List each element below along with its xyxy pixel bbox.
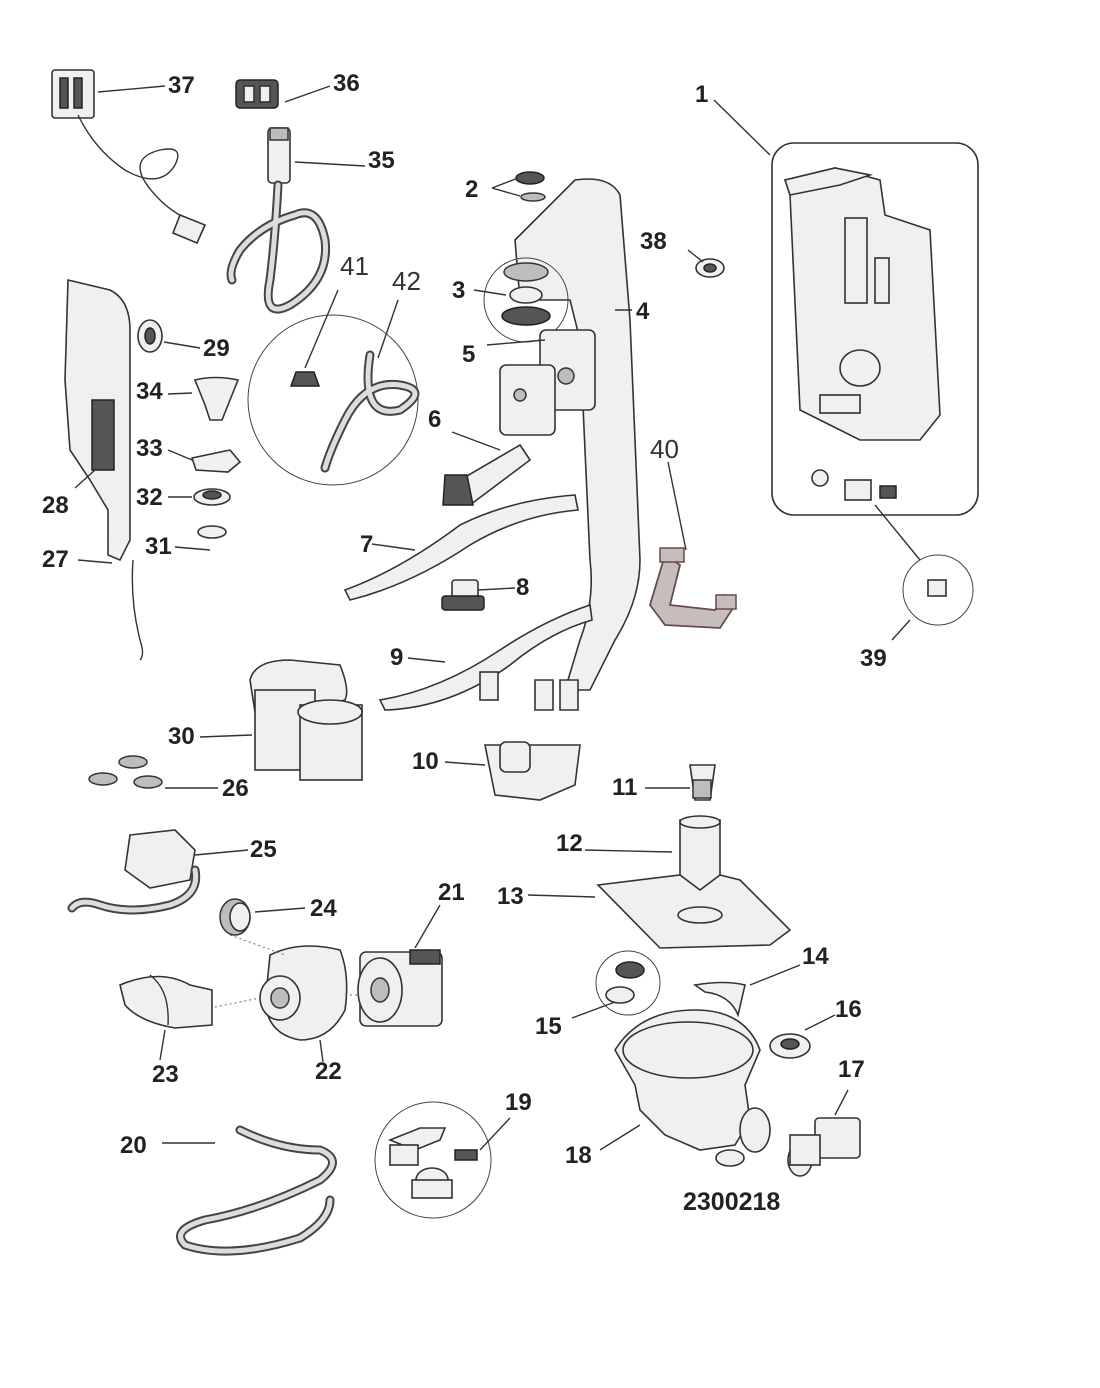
part-30-softener <box>199 659 363 781</box>
part-38-ring <box>687 249 725 278</box>
label-30: 30 <box>168 723 195 750</box>
part-15-float <box>571 950 661 1019</box>
part-1-bracket-panel <box>713 99 979 516</box>
part-8-nozzle <box>441 579 516 611</box>
label-22: 22 <box>315 1058 342 1085</box>
diagram-code: 2300218 <box>683 1188 781 1216</box>
part-5-diverter <box>486 329 596 436</box>
part-35-inlet-hose <box>226 127 366 314</box>
part-29-grommet <box>137 319 201 353</box>
part-41-42-detail <box>247 289 420 486</box>
label-8: 8 <box>516 574 530 601</box>
label-33: 33 <box>136 435 163 462</box>
label-1: 1 <box>695 81 709 108</box>
label-12: 12 <box>556 830 583 857</box>
label-11: 11 <box>612 774 638 801</box>
part-39-connector <box>874 504 974 641</box>
part-27-hose <box>77 559 113 564</box>
part-13-flat-filter <box>527 874 792 949</box>
label-17: 17 <box>838 1056 865 1083</box>
label-15: 15 <box>535 1013 562 1040</box>
label-34: 34 <box>136 378 163 405</box>
part-4-spray-pipe <box>514 178 641 711</box>
part-34-funnel <box>167 376 240 421</box>
label-23: 23 <box>152 1061 179 1088</box>
part-40-rack-clip <box>649 461 737 629</box>
part-18-sump <box>599 1009 771 1167</box>
label-28: 28 <box>42 492 69 519</box>
label-9: 9 <box>390 644 404 671</box>
part-2-nut <box>491 171 546 202</box>
part-26-seals <box>88 755 218 789</box>
label-3: 3 <box>452 277 466 304</box>
label-40: 40 <box>650 434 679 464</box>
part-19-detail <box>374 1101 511 1219</box>
part-23-elbow-hose <box>119 974 213 1061</box>
label-16: 16 <box>835 996 862 1023</box>
part-22-pump-housing <box>209 934 365 1063</box>
part-20-drain-hose <box>162 1125 337 1256</box>
part-32-nut <box>168 488 231 506</box>
part-31-washer <box>174 525 227 551</box>
part-9-lower-spray-arm <box>378 603 593 711</box>
label-25: 25 <box>250 836 277 863</box>
label-14: 14 <box>802 943 829 970</box>
label-19: 19 <box>505 1089 532 1116</box>
label-38: 38 <box>640 228 667 255</box>
label-42: 42 <box>392 266 421 296</box>
label-4: 4 <box>636 298 650 325</box>
label-21: 21 <box>438 879 465 906</box>
label-36: 36 <box>333 70 360 97</box>
label-18: 18 <box>565 1142 592 1169</box>
label-13: 13 <box>497 883 524 910</box>
part-16-valve <box>769 1014 836 1059</box>
label-27: 27 <box>42 546 69 573</box>
label-37: 37 <box>168 72 195 99</box>
part-24-sleeve <box>219 898 306 936</box>
part-3-spray-hub <box>473 257 569 343</box>
part-21-motor <box>357 904 443 1027</box>
part-17-drain-pump <box>787 1089 861 1177</box>
label-31: 31 <box>145 533 172 560</box>
label-39: 39 <box>860 645 887 672</box>
part-37-power-cord <box>51 69 207 245</box>
label-5: 5 <box>462 341 476 368</box>
part-10-heater-base <box>444 741 581 801</box>
part-33-bracket <box>167 449 242 473</box>
part-28-side-panel <box>64 278 144 661</box>
label-2: 2 <box>465 176 479 203</box>
label-7: 7 <box>360 531 374 558</box>
label-6: 6 <box>428 406 442 433</box>
label-35: 35 <box>368 147 395 174</box>
label-32: 32 <box>136 484 163 511</box>
part-6-connecting-pipe <box>442 431 532 506</box>
label-20: 20 <box>120 1132 147 1159</box>
label-10: 10 <box>412 748 439 775</box>
label-26: 26 <box>222 775 249 802</box>
part-14-clamp <box>692 964 801 1018</box>
part-11-filter <box>645 764 716 801</box>
label-29: 29 <box>203 335 230 362</box>
label-41: 41 <box>340 251 369 281</box>
part-25-inlet-valve <box>67 829 249 915</box>
part-7-upper-spray-arm <box>343 494 579 601</box>
part-36-clip <box>235 79 331 109</box>
label-24: 24 <box>310 895 337 922</box>
